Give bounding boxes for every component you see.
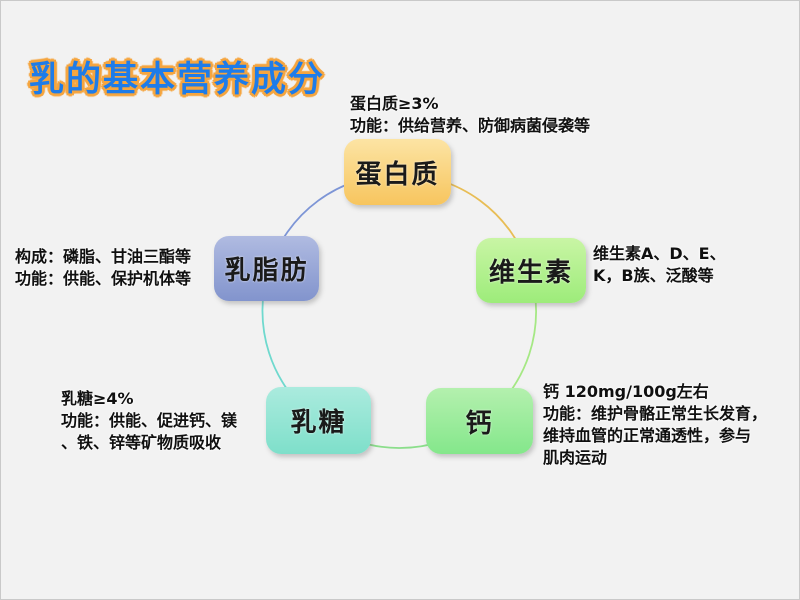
note-line: 构成：磷脂、甘油三酯等 [15, 247, 192, 266]
note-line: 维生素A、D、E、 [593, 244, 726, 263]
note-lactose: 乳糖≥4% 功能：供能、促进钙、镁 、铁、锌等矿物质吸收 [61, 388, 237, 454]
note-line: 功能：供给营养、防御病菌侵袭等 [350, 116, 591, 135]
note-line: 、铁、锌等矿物质吸收 [61, 433, 222, 452]
note-line: 乳糖≥4% [61, 389, 134, 408]
note-line: 钙 120mg/100g左右 [543, 382, 709, 401]
note-vitamin: 维生素A、D、E、 K，B族、泛酸等 [593, 243, 726, 287]
note-milkfat: 构成：磷脂、甘油三酯等 功能：供能、保护机体等 [15, 246, 191, 290]
node-lactose-box: 乳糖 [266, 387, 371, 454]
node-vitamin-label: 维生素 [488, 258, 573, 288]
node-protein-box: 蛋白质 [344, 139, 451, 205]
note-line: 肌肉运动 [543, 448, 608, 467]
note-line: K，B族、泛酸等 [593, 266, 714, 285]
slide-title: 乳的基本营养成分 [29, 60, 326, 100]
node-milkfat-label: 乳脂肪 [224, 256, 309, 286]
node-milkfat-box: 乳脂肪 [214, 236, 319, 301]
node-vitamin-box: 维生素 [476, 238, 586, 303]
node-calcium-label: 钙 [465, 408, 494, 439]
note-line: 维持血管的正常通透性，参与 [543, 426, 752, 445]
note-line: 功能：维护骨骼正常生长发育， [543, 404, 768, 423]
node-protein-label: 蛋白质 [355, 159, 440, 190]
node-calcium-box: 钙 [426, 388, 533, 454]
note-calcium: 钙 120mg/100g左右 功能：维护骨骼正常生长发育， 维持血管的正常通透性… [543, 381, 767, 469]
note-protein: 蛋白质≥3% 功能：供给营养、防御病菌侵袭等 [350, 93, 590, 137]
note-line: 功能：供能、促进钙、镁 [61, 411, 238, 430]
note-line: 蛋白质≥3% [350, 94, 439, 113]
node-lactose-label: 乳糖 [290, 408, 347, 438]
note-line: 功能：供能、保护机体等 [15, 269, 192, 288]
